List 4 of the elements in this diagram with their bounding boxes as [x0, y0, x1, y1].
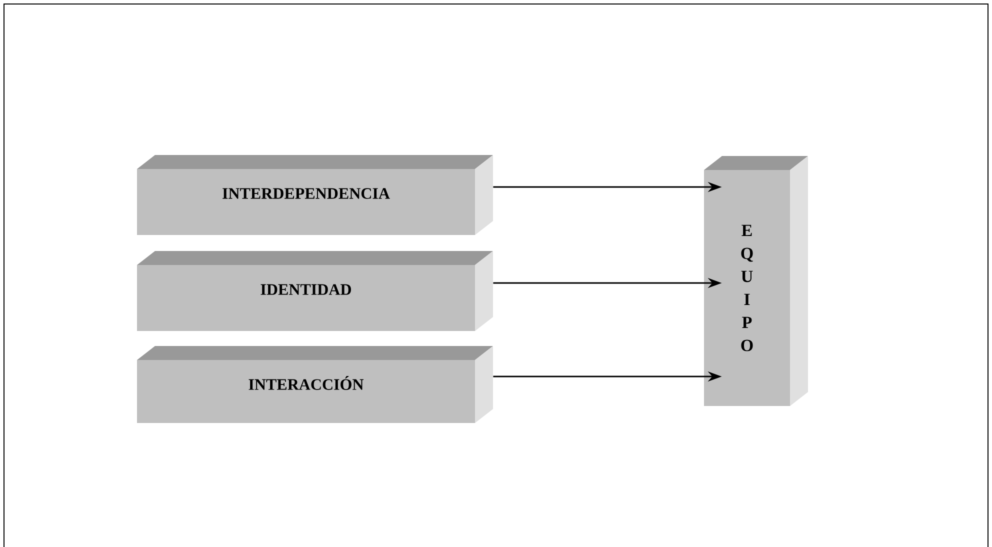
column-block: EQUIPO: [704, 156, 808, 406]
block: IDENTIDAD: [137, 251, 493, 331]
block: INTERDEPENDENCIA: [137, 155, 493, 235]
block: INTERACCIÓN: [137, 346, 493, 423]
